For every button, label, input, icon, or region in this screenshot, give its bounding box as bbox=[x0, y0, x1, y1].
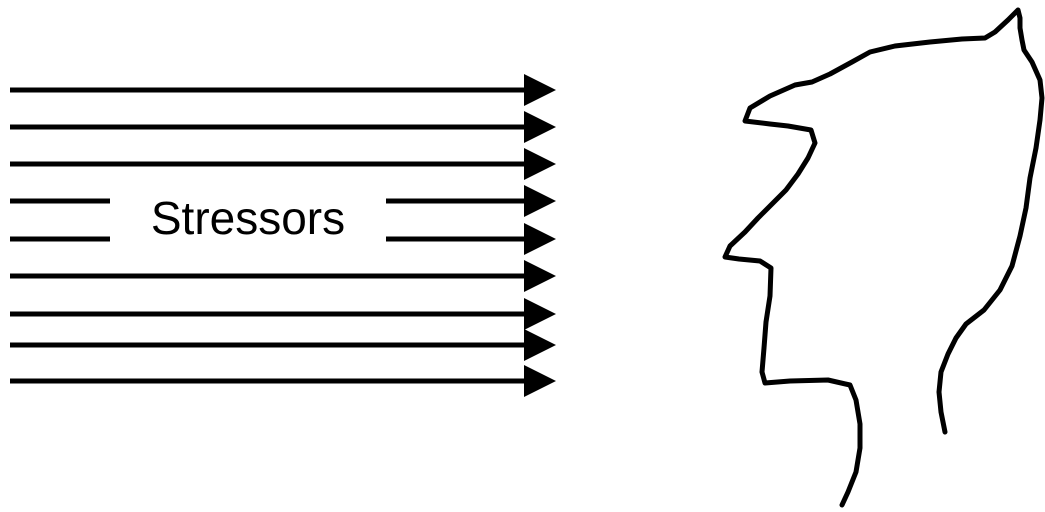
stressors-label: Stressors bbox=[110, 168, 386, 244]
stressor-arrow-icon bbox=[10, 365, 556, 397]
stressor-arrow-icon bbox=[10, 329, 556, 361]
stressor-arrow-icon bbox=[10, 74, 556, 106]
stressor-arrow-icon bbox=[10, 260, 556, 292]
stressors-label-text: Stressors bbox=[151, 192, 345, 244]
stressor-arrow-icon bbox=[10, 298, 556, 330]
person-head-silhouette-icon bbox=[725, 10, 1042, 505]
stressor-arrow-icon bbox=[10, 111, 556, 143]
